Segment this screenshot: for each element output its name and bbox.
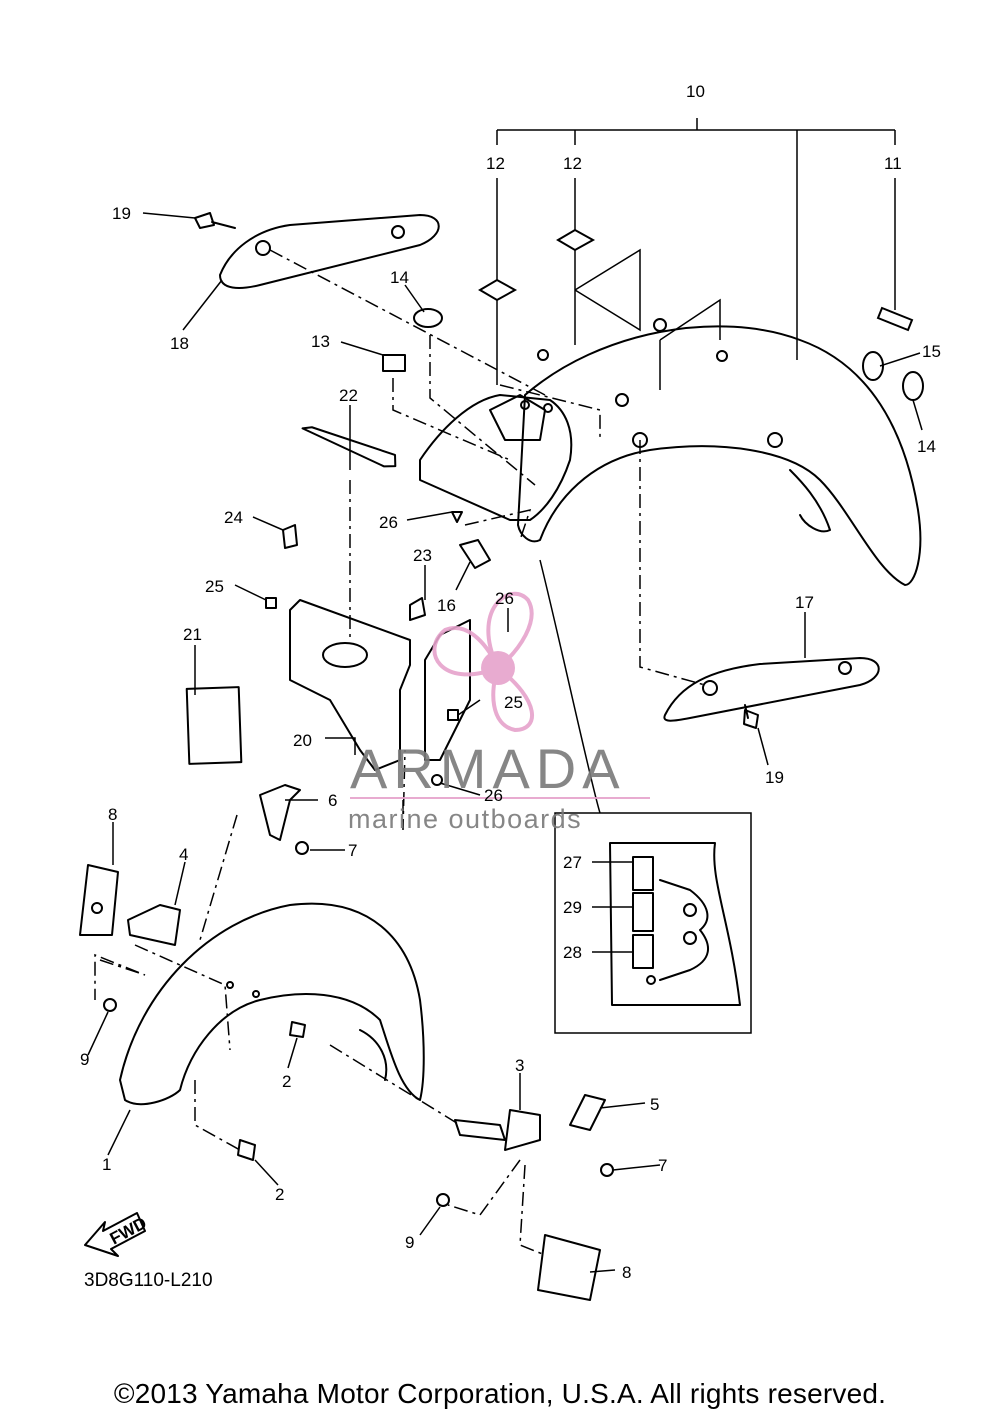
callout-part-26c: 26 xyxy=(484,786,503,805)
callout-part-19b: 19 xyxy=(765,768,784,787)
assembly-lines xyxy=(94,249,706,1256)
callout-part-12b: 12 xyxy=(563,154,582,173)
side-cover-right xyxy=(663,657,880,722)
callout-part-12a: 12 xyxy=(486,154,505,173)
callout-part-27: 27 xyxy=(563,853,582,872)
callout-part-3: 3 xyxy=(515,1056,524,1075)
callout-part-6: 6 xyxy=(328,791,337,810)
watermark: ARMADA marine outboards xyxy=(348,592,650,834)
callout-part-29: 29 xyxy=(563,898,582,917)
callout-part-11: 11 xyxy=(884,154,902,173)
callout-part-16: 16 xyxy=(437,596,456,615)
callout-part-8b: 8 xyxy=(622,1263,631,1282)
callout-part-14a: 14 xyxy=(390,268,409,287)
rear-fender xyxy=(517,248,922,586)
callout-part-1: 1 xyxy=(102,1155,111,1174)
callout-part-15: 15 xyxy=(922,342,941,361)
group-bracket xyxy=(478,118,914,385)
callout-part-25a: 25 xyxy=(205,577,224,596)
detail-inset xyxy=(539,559,752,1034)
drawing-code: 3D8G110-L210 xyxy=(84,1270,213,1291)
callout-part-22: 22 xyxy=(339,386,358,405)
rear-fender-stay xyxy=(419,394,573,521)
callout-part-9b: 9 xyxy=(405,1233,414,1252)
reflector-parts xyxy=(79,784,606,1301)
small-parts xyxy=(265,308,924,786)
callout-part-7b: 7 xyxy=(658,1156,667,1175)
callout-part-20: 20 xyxy=(293,731,312,750)
watermark-brand: ARMADA xyxy=(350,737,626,800)
front-fender xyxy=(119,902,425,1106)
watermark-tagline: marine outboards xyxy=(348,804,582,834)
callout-part-26a: 26 xyxy=(379,513,398,532)
propeller-logo-icon xyxy=(432,592,534,733)
callout-part-8a: 8 xyxy=(108,805,117,824)
license-bracket xyxy=(185,426,471,771)
fwd-arrow-icon: FWD xyxy=(84,1212,150,1257)
callout-part-5: 5 xyxy=(650,1095,659,1114)
callout-part-14b: 14 xyxy=(917,437,936,456)
callout-part-10: 10 xyxy=(686,82,705,101)
callout-part-9a: 9 xyxy=(80,1050,89,1069)
leader-lines xyxy=(87,212,923,1273)
callout-part-17: 17 xyxy=(795,593,814,612)
callout-part-23: 23 xyxy=(413,546,432,565)
callout-part-26b: 26 xyxy=(495,589,514,608)
callout-part-2a: 2 xyxy=(282,1072,291,1091)
fasteners xyxy=(91,212,759,1207)
callout-part-7a: 7 xyxy=(348,841,357,860)
callout-part-28: 28 xyxy=(563,943,582,962)
callout-part-18: 18 xyxy=(170,334,189,353)
part-number-callouts: 1 2 2 3 4 5 6 7 7 8 8 9 9 10 11 12 12 13… xyxy=(80,82,941,1282)
callout-part-4: 4 xyxy=(179,845,188,864)
callout-part-21: 21 xyxy=(183,625,202,644)
callout-part-19a: 19 xyxy=(112,204,131,223)
side-cover-left xyxy=(219,214,440,289)
callout-part-24: 24 xyxy=(224,508,243,527)
callout-part-13: 13 xyxy=(311,332,330,351)
copyright-notice: ©2013 Yamaha Motor Corporation, U.S.A. A… xyxy=(113,1378,887,1409)
callout-part-25b: 25 xyxy=(504,693,523,712)
callout-part-2b: 2 xyxy=(275,1185,284,1204)
